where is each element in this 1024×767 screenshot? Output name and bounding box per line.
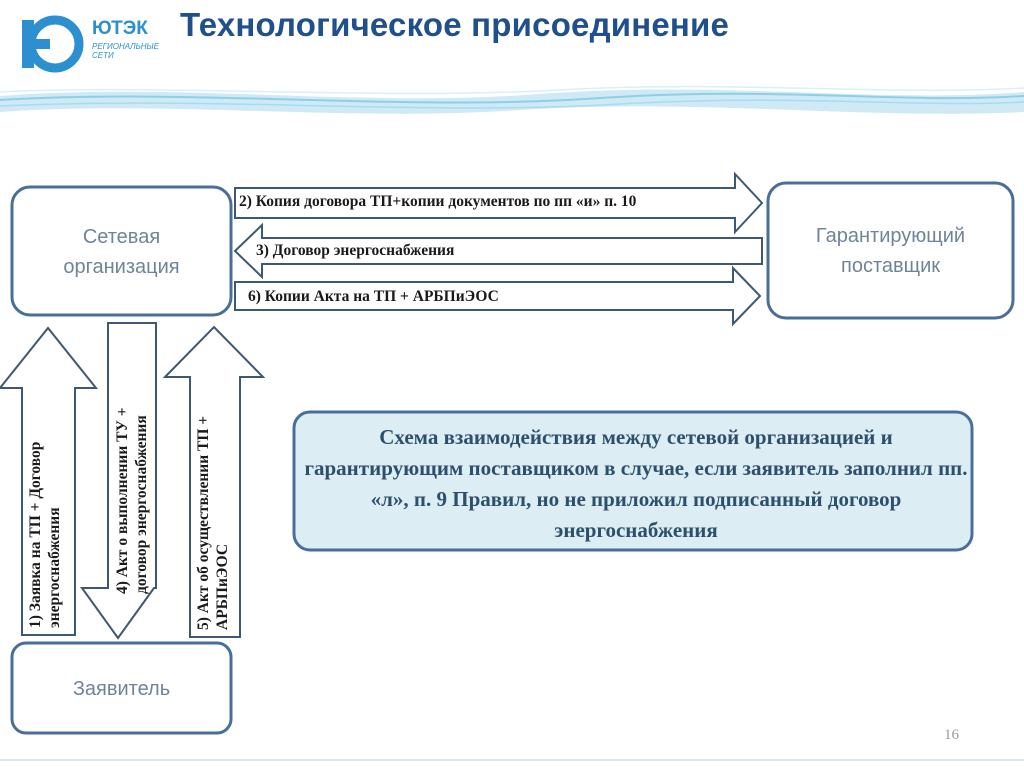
logo-subtitle: РЕГИОНАЛЬНЫЕ СЕТИ (92, 42, 159, 60)
applicant-label: Заявитель (72, 678, 171, 700)
arrow-6-right (234, 265, 762, 327)
applicant-box (10, 641, 233, 735)
page-title: Технологическое присоединение (180, 6, 730, 43)
arrow-5-up (162, 325, 266, 638)
note-box (292, 410, 974, 552)
arrow-1-up (0, 326, 99, 636)
supplier-label: Гарантирующий поставщик (815, 225, 966, 277)
network-organization-box (10, 185, 233, 317)
page-number: 16 (944, 727, 959, 743)
arrow-3-left (233, 222, 763, 280)
arrow-2-label: 2) Копия договора ТП+копии документов по… (239, 193, 637, 210)
arrow-4-label: 4) Акт о выполнении ТУ + договор энергос… (114, 407, 150, 594)
arrow-5-label: 5) Акт об осуществлении ТП + АРБПиЭОС (195, 415, 231, 630)
arrow-1-label: 1) Заявка на ТП + Договор энергоснабжени… (27, 441, 63, 628)
network-organization-label: Сетевая организация (63, 226, 180, 278)
company-logo-icon (22, 15, 84, 73)
arrow-6-label: 6) Копии Акта на ТП + АРБПиЭОС (248, 288, 499, 305)
supplier-box (766, 181, 1015, 320)
arrow-3-label: 3) Договор энергоснабжения (256, 242, 455, 259)
arrow-4-down (80, 322, 157, 640)
logo-name: ЮТЭК (92, 18, 148, 39)
note-text: Схема взаимодействия между сетевой орган… (304, 425, 968, 542)
arrow-2-right (234, 171, 764, 235)
header-wave-decoration (0, 85, 1024, 114)
